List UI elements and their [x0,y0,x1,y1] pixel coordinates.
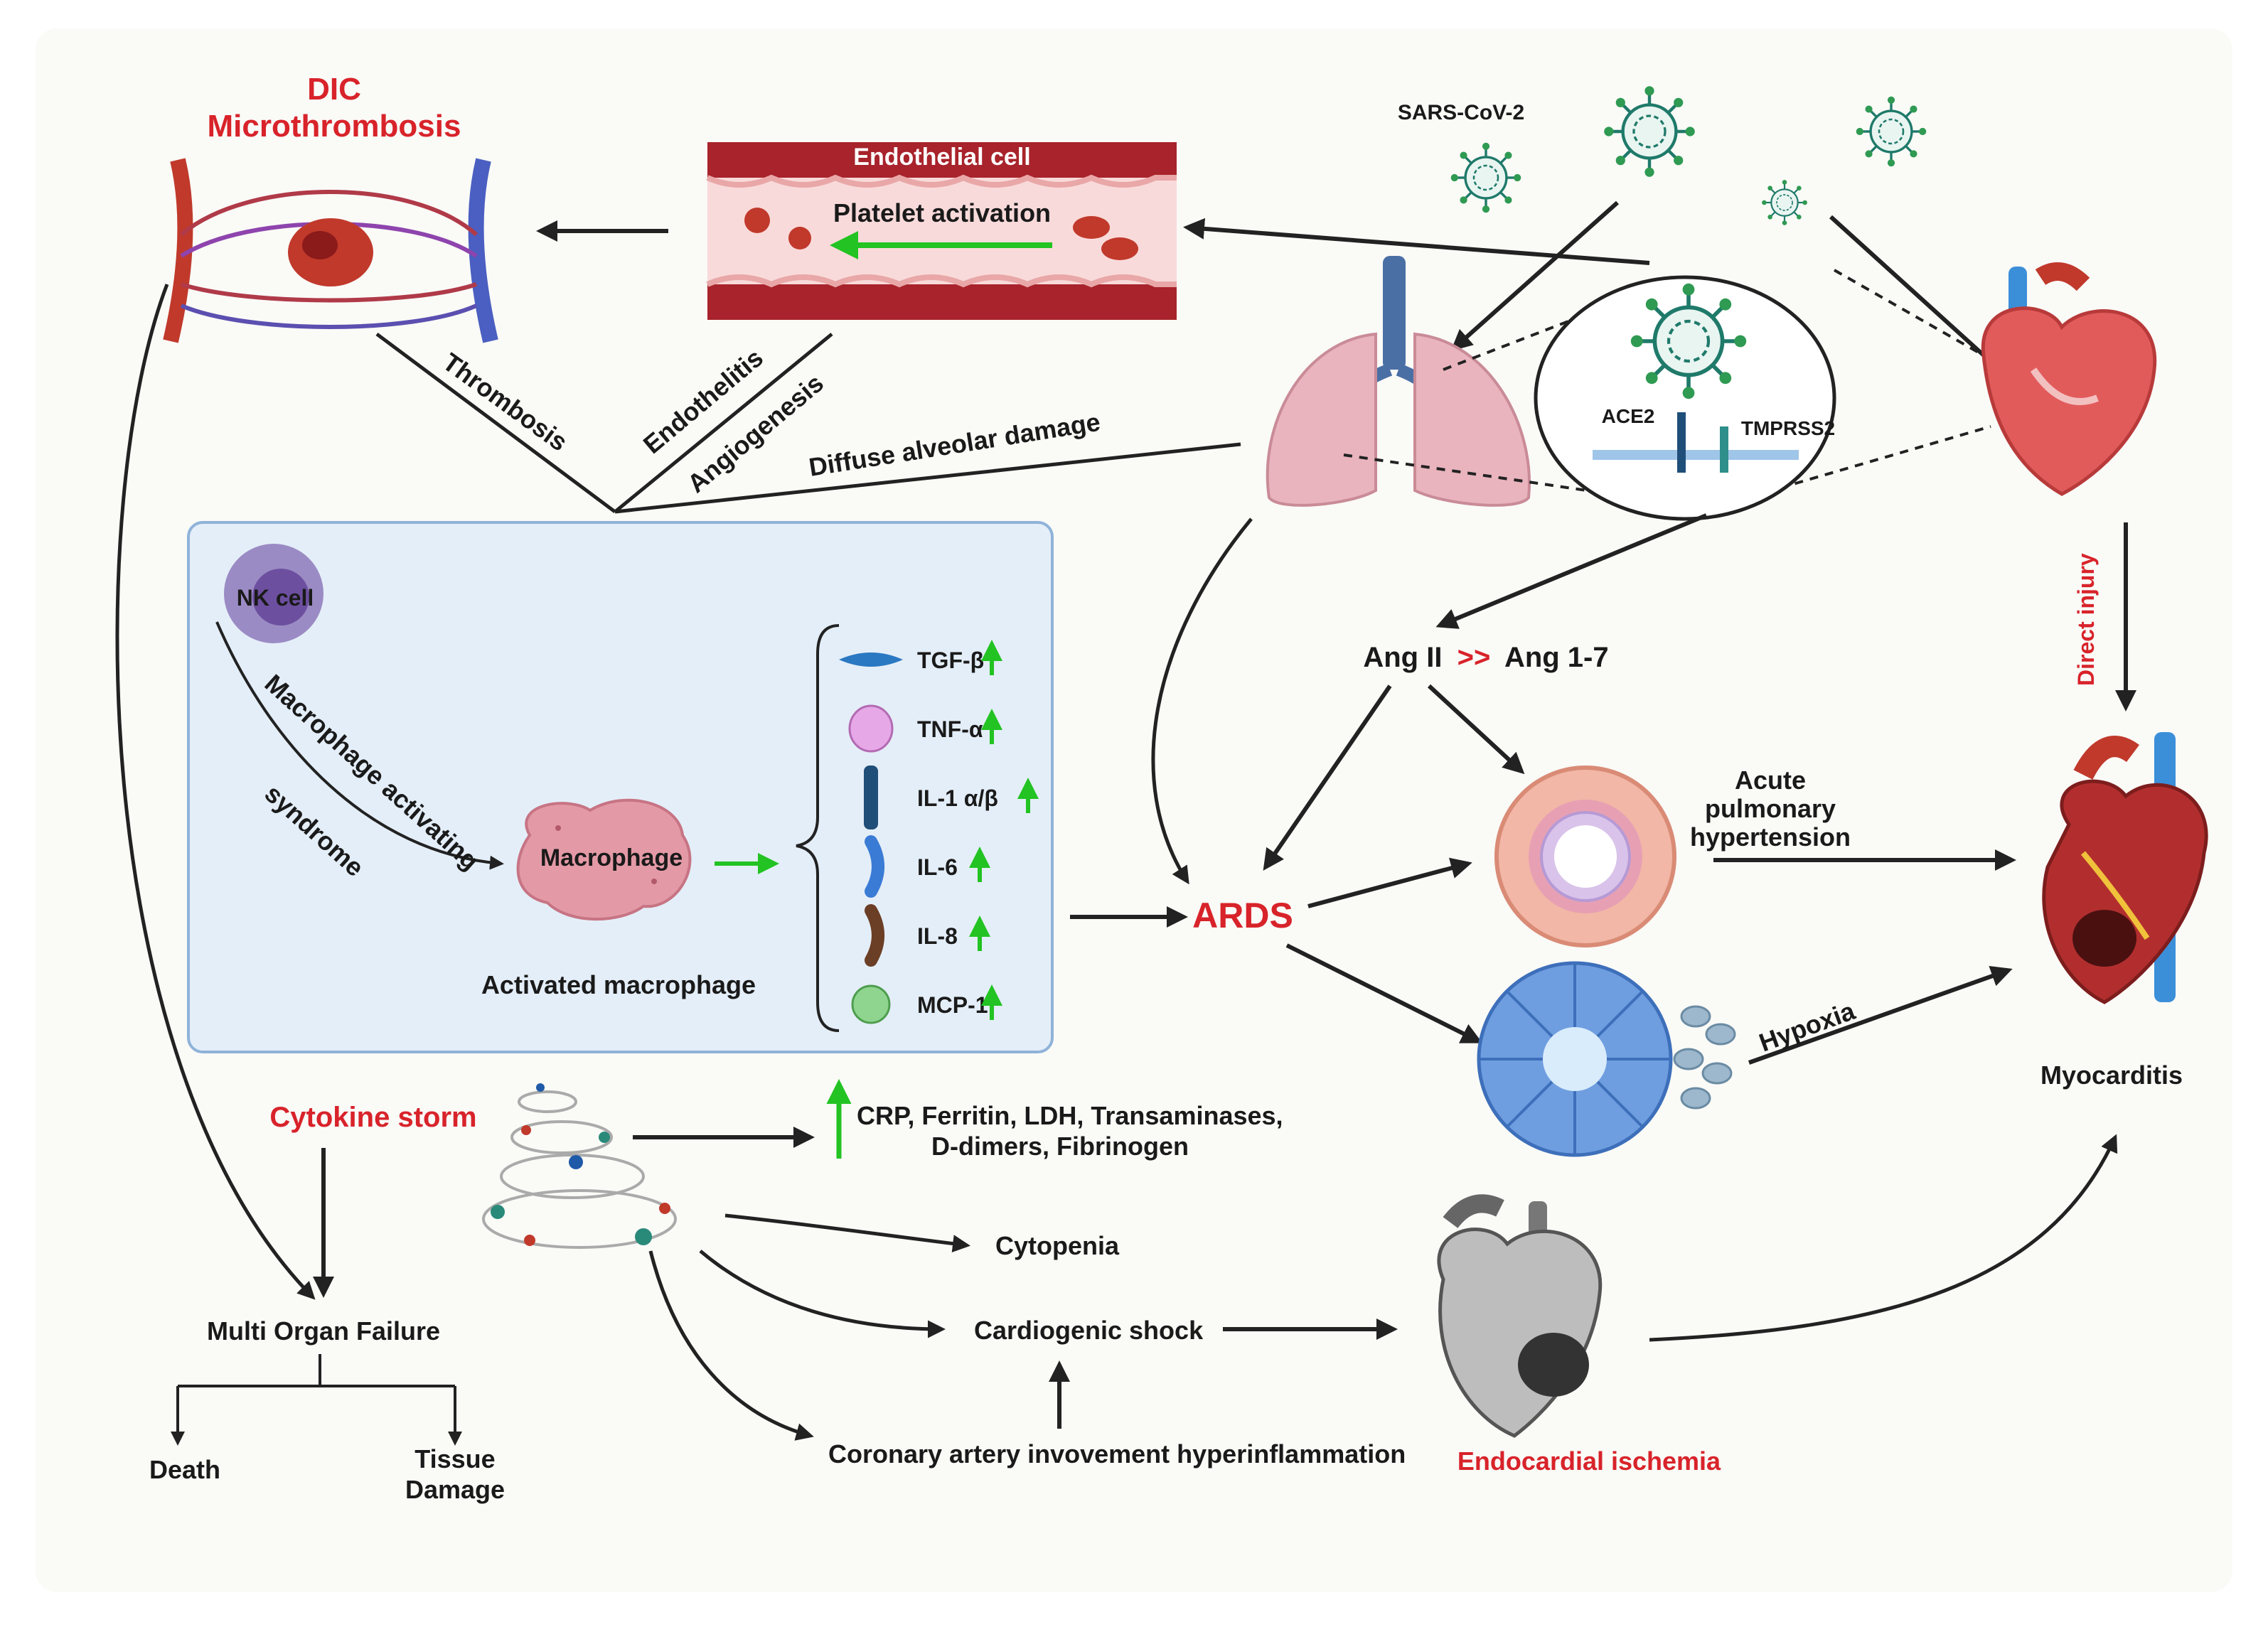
cytokine-label: IL-6 [917,854,958,880]
acute-pulmonary-hypertension-line2: pulmonary [1705,794,1836,823]
arrow-ang-to-vessel [1427,684,1525,775]
endocardial-ischemia-label: Endocardial ischemia [1457,1446,1721,1476]
cytokine-storm-spiral-illustration [482,1083,677,1249]
tissue-damage-line2: Damage [405,1475,505,1504]
endocardial-ischemia-heart-illustration [1437,1194,1603,1438]
convergence-line-alveolar [614,442,1241,514]
cytokine-label: TGF-β [917,648,984,673]
tissue-damage-line1: Tissue [414,1444,495,1473]
heart-top-illustration [1981,262,2157,496]
multi-organ-failure-label: Multi Organ Failure [207,1316,440,1346]
cytokine-row: IL-6 [865,835,990,898]
cytokine-label: MCP-1 [917,992,988,1018]
mcp1-icon [851,984,891,1024]
cytokine-label: IL-8 [917,923,958,949]
arrow-ards-to-alveolus [1285,943,1483,1043]
zoom-line-1 [1443,308,1600,371]
cytokine-row: MCP-1 [851,984,1002,1024]
endothelial-vessel-illustration [706,142,1177,320]
arrow-storm-to-coronary [648,1250,814,1441]
arrow-lungs-to-ards [1151,517,1253,885]
cytokine-row: TGF-β [839,640,1002,675]
coronary-label: Coronary artery invovement hyperinflamma… [828,1439,1406,1468]
il1-icon [864,766,878,829]
microthrombosis-title: Microthrombosis [208,109,461,144]
cytopenia-label: Cytopenia [995,1231,1120,1260]
svg-text:Ang II >> Ang 1-7: Ang II >> Ang 1-7 [1363,642,1608,673]
cytokine-row: IL-1 α/β [864,766,1039,829]
markers-line1: CRP, Ferritin, LDH, Transaminases, [857,1101,1283,1130]
nk-cell-label: NK cell [237,585,314,611]
il6-icon [865,835,884,898]
nk-cell-icon [224,544,323,643]
tnf-alpha-icon [848,704,894,753]
lungs-illustration [1266,256,1531,507]
convergence-line-endothelitis [614,333,833,513]
zoom-line-4 [1734,425,1991,503]
acute-pulmonary-hypertension-line3: hypertension [1690,822,1851,852]
pulmonary-vessel-cross-section [1494,766,1676,947]
myocarditis-label: Myocarditis [2040,1060,2183,1090]
sars-cov2-label: SARS-CoV-2 [1398,101,1524,124]
arrow-virus-to-lungs [1450,200,1619,351]
activated-macrophage-label: Activated macrophage [481,970,756,999]
macrophage-label: Macrophage [540,844,683,871]
platelet-activation-label: Platelet activation [833,198,1051,227]
convergence-line-thrombosis [375,332,616,514]
virus-bound-ace2 [1631,284,1746,399]
virus-particle-4 [1761,179,1808,226]
alveolus-cells-illustration [1477,961,1736,1157]
cytokine-storm-label: Cytokine storm [269,1102,476,1133]
arrow-ischemia-to-myocarditis [1649,1134,2118,1342]
arrow-ang-to-ards [1263,684,1392,871]
dic-title: DIC [307,72,361,107]
arrow-virus-to-vessel [1183,218,1650,265]
immune-panel [187,521,1054,1053]
macrophage-icon [516,798,692,921]
cytokine-row: TNF-α [848,704,1002,753]
virus-particle-1 [1604,86,1695,177]
cytokine-label: IL-1 α/β [917,785,998,811]
tgf-beta-icon [839,653,903,667]
myocarditis-heart-illustration [2042,732,2208,1004]
microthrombosis-vessels-illustration [163,158,498,343]
arrow-hypoxia-to-myocarditis [1748,965,2013,1065]
mof-branch-connector [178,1354,455,1387]
ace2-label: ACE2 [1602,405,1655,427]
zoom-line-2 [1343,453,1636,499]
arrow-zoom-to-ang [1435,513,1708,629]
virus-particle-3 [1854,95,1928,168]
death-label: Death [149,1455,220,1484]
cardiogenic-shock-label: Cardiogenic shock [974,1316,1204,1345]
ang-ratio-label: Ang II >> Ang 1-7 [1363,642,1608,673]
arrow-ards-to-vessel [1307,857,1472,908]
cytokine-brace [796,624,840,1032]
arrow-storm-to-cytopenia [724,1213,970,1253]
mas-curve-arrow [215,621,504,870]
virus-particle-2 [1449,141,1523,214]
cytokine-row: IL-8 [865,904,990,967]
ards-label: ARDS [1192,896,1293,935]
tmprss2-label: TMPRSS2 [1741,417,1835,439]
markers-line2: D-dimers, Fibrinogen [931,1132,1189,1161]
acute-pulmonary-hypertension-line1: Acute [1735,766,1806,795]
endothelial-cell-label: Endothelial cell [853,144,1030,171]
arrow-storm-to-shock [699,1250,946,1338]
cytokine-label: TNF-α [917,716,983,742]
il8-icon [865,904,884,967]
direct-injury-label: Direct injury [2073,553,2099,686]
arrow-dic-to-mof [115,284,316,1300]
